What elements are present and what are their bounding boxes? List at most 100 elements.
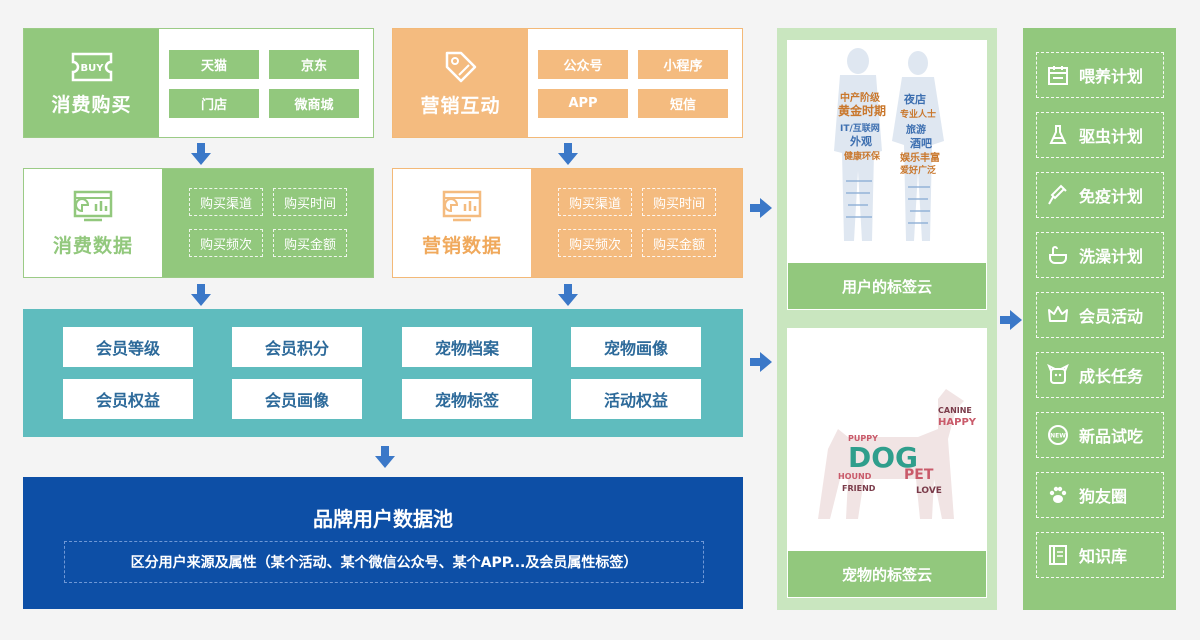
- pet-cloud-word: FRIEND: [842, 484, 876, 493]
- user-cloud-word: 爱好广泛: [900, 164, 936, 176]
- user-cloud-word: 外观: [849, 134, 872, 148]
- channel-sms: 短信: [638, 89, 728, 118]
- field-purchase-amount: 购买金额: [273, 229, 347, 257]
- channel-app: APP: [538, 89, 628, 118]
- module-member-level: 会员等级: [63, 327, 193, 367]
- pet-cloud-word: DOG: [848, 441, 918, 474]
- arrow-right-icon: [750, 352, 772, 372]
- consume-data-fields: 购买渠道 购买时间 购买频次 购买金额: [162, 169, 373, 277]
- user-cloud-word: 旅游: [906, 123, 926, 136]
- arrow-down-icon: [558, 143, 578, 165]
- user-cloud-word: 专业人士: [900, 108, 936, 120]
- channel-tmall: 天猫: [169, 50, 259, 79]
- plan-new-product-trial: NEW 新品试吃: [1036, 412, 1164, 458]
- plan-label: 知识库: [1079, 547, 1128, 566]
- consume-buy-header: BUY 消费购买: [24, 29, 159, 137]
- plan-growth-task: 成长任务: [1036, 352, 1164, 398]
- plan-label: 洗澡计划: [1079, 247, 1144, 266]
- pet-tag-cloud-image: DOG PET HAPPY LOVE FRIEND CANINE PUPPY H…: [788, 329, 986, 551]
- buy-ticket-icon: BUY: [71, 52, 112, 81]
- field-purchase-frequency: 购买频次: [189, 229, 263, 257]
- field-purchase-frequency: 购买频次: [558, 229, 632, 257]
- marketing-data-header: 营销数据: [393, 169, 531, 277]
- arrow-down-icon: [558, 284, 578, 306]
- module-pet-archive: 宠物档案: [402, 327, 532, 367]
- module-member-rights: 会员权益: [63, 379, 193, 419]
- data-pool-title: 品牌用户数据池: [313, 507, 453, 531]
- user-cloud-word: 中产阶级: [840, 91, 881, 104]
- plan-label: 驱虫计划: [1079, 127, 1144, 146]
- marketing-interact-channels: 公众号 小程序 APP 短信: [528, 29, 742, 137]
- consume-data-header: 消费数据: [24, 169, 162, 277]
- plan-label: 狗友圈: [1079, 487, 1128, 506]
- consume-data-panel: 消费数据 购买渠道 购买时间 购买频次 购买金额: [23, 168, 374, 278]
- module-pet-portrait: 宠物画像: [571, 327, 701, 367]
- channel-store: 门店: [169, 89, 259, 118]
- module-pet-tags: 宠物标签: [402, 379, 532, 419]
- user-cloud-word: IT/互联网: [840, 122, 880, 134]
- field-purchase-time: 购买时间: [642, 188, 716, 216]
- arrow-right-icon: [1000, 310, 1022, 330]
- tag-cloud-column: 中产阶级 黄金时期 IT/互联网 外观 健康环保 夜店 专业人士 旅游 酒吧 娱…: [777, 28, 997, 610]
- user-tag-cloud-image: 中产阶级 黄金时期 IT/互联网 外观 健康环保 夜店 专业人士 旅游 酒吧 娱…: [788, 41, 986, 263]
- plan-dog-friends: 狗友圈: [1036, 472, 1164, 518]
- user-cloud-word: 健康环保: [844, 150, 881, 162]
- plan-member-activity: 会员活动: [1036, 292, 1164, 338]
- pet-face-icon: [1047, 364, 1069, 386]
- marketing-data-fields: 购买渠道 购买时间 购买频次 购买金额: [531, 169, 742, 277]
- user-cloud-word: 娱乐丰富: [900, 151, 940, 164]
- user-cloud-word: 黄金时期: [838, 103, 886, 118]
- dashboard-chart-icon: [73, 190, 113, 221]
- consume-buy-title: 消费购买: [51, 93, 132, 116]
- crown-icon: [1047, 304, 1069, 326]
- plan-label: 新品试吃: [1079, 427, 1144, 446]
- marketing-interact-title: 营销互动: [420, 94, 501, 117]
- plan-knowledge-base: 知识库: [1036, 532, 1164, 578]
- channel-jd: 京东: [269, 50, 359, 79]
- field-purchase-time: 购买时间: [273, 188, 347, 216]
- flask-icon: [1047, 124, 1069, 146]
- svg-text:NEW: NEW: [1050, 433, 1066, 440]
- pet-cloud-word: HAPPY: [938, 417, 977, 428]
- marketing-data-panel: 营销数据 购买渠道 购买时间 购买频次 购买金额: [392, 168, 743, 278]
- plan-label: 成长任务: [1079, 367, 1144, 386]
- pet-cloud-word: PUPPY: [848, 434, 878, 443]
- tag-icon: [445, 51, 476, 82]
- calendar-icon: [1047, 64, 1069, 86]
- pet-cloud-word: PET: [904, 467, 934, 483]
- channel-micro-mall: 微商城: [269, 89, 359, 118]
- user-cloud-word: 夜店: [903, 92, 926, 106]
- consume-buy-panel: BUY 消费购买 天猫 京东 门店 微商城: [23, 28, 374, 138]
- member-modules-panel: 会员等级 会员积分 宠物档案 宠物画像 会员权益 会员画像 宠物标签 活动权益: [23, 309, 743, 437]
- arrow-right-icon: [750, 198, 772, 218]
- paw-icon: [1047, 484, 1069, 506]
- bath-icon: [1047, 244, 1069, 266]
- module-member-portrait: 会员画像: [232, 379, 362, 419]
- plan-column: 喂养计划 驱虫计划 免疫计划 洗澡计划 会员活动 成长任务 NEW 新品试吃 狗…: [1023, 28, 1176, 610]
- field-purchase-channel: 购买渠道: [558, 188, 632, 216]
- marketing-interact-header: 营销互动: [393, 29, 528, 137]
- plan-label: 免疫计划: [1079, 187, 1144, 206]
- new-badge-icon: NEW: [1047, 424, 1069, 446]
- field-purchase-amount: 购买金额: [642, 229, 716, 257]
- dashboard-chart-icon: [442, 190, 482, 221]
- module-member-points: 会员积分: [232, 327, 362, 367]
- pet-cloud-word: LOVE: [916, 486, 942, 496]
- channel-mini-program: 小程序: [638, 50, 728, 79]
- channel-official-account: 公众号: [538, 50, 628, 79]
- marketing-interact-panel: 营销互动 公众号 小程序 APP 短信: [392, 28, 743, 138]
- field-purchase-channel: 购买渠道: [189, 188, 263, 216]
- plan-deworming: 驱虫计划: [1036, 112, 1164, 158]
- pet-tag-cloud-caption: 宠物的标签云: [841, 565, 932, 584]
- plan-feeding: 喂养计划: [1036, 52, 1164, 98]
- plan-bathing: 洗澡计划: [1036, 232, 1164, 278]
- user-tag-cloud-caption: 用户的标签云: [841, 277, 932, 296]
- pet-cloud-word: CANINE: [938, 406, 972, 415]
- svg-text:BUY: BUY: [80, 63, 104, 74]
- plan-label: 喂养计划: [1079, 67, 1144, 86]
- plan-label: 会员活动: [1079, 307, 1144, 326]
- user-cloud-word: 酒吧: [910, 137, 932, 150]
- consume-data-title: 消费数据: [52, 234, 133, 257]
- brand-data-pool: 品牌用户数据池 区分用户来源及属性（某个活动、某个微信公众号、某个APP...及…: [23, 477, 743, 609]
- plan-immunization: 免疫计划: [1036, 172, 1164, 218]
